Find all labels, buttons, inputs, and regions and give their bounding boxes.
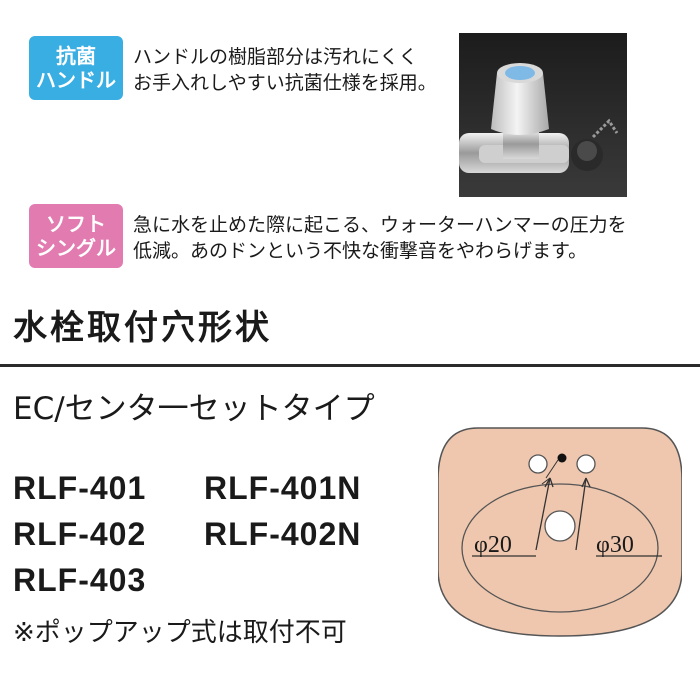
description-line-2: お手入れしやすい抗菌仕様を採用。 <box>133 72 437 94</box>
faucet-handle-photo <box>459 33 627 197</box>
left-hole <box>528 454 548 474</box>
description-line-1: 急に水を止めた際に起こる、ウォーターハンマーの圧力を <box>133 214 627 236</box>
badge-line-2: シングル <box>36 236 116 260</box>
drain-hole <box>544 510 576 542</box>
section-divider <box>0 364 700 367</box>
antibacterial-handle-badge: 抗菌 ハンドル <box>29 36 123 100</box>
model-number: RLF-402 <box>13 516 147 552</box>
right-hole <box>576 454 596 474</box>
center-hole <box>557 453 567 463</box>
model-number: RLF-403 <box>13 562 147 598</box>
leader-right <box>575 477 587 551</box>
dimension-right: φ30 <box>596 532 634 558</box>
antibacterial-handle-description: ハンドルの樹脂部分は汚れにくく お手入れしやすい抗菌仕様を採用。 <box>133 44 437 96</box>
badge-line-1: ソフト <box>46 212 106 236</box>
soft-single-description: 急に水を止めた際に起こる、ウォーターハンマーの圧力を 低減。あのドンという不快な… <box>133 212 627 264</box>
dimension-left: φ20 <box>474 532 512 558</box>
faucet-hole-diagram: φ20 φ30 <box>438 427 682 637</box>
section-title: 水栓取付穴形状 <box>13 308 272 348</box>
badge-line-1: 抗菌 <box>56 44 96 68</box>
model-number: RLF-402N <box>204 516 362 552</box>
installation-note: ※ポップアップ式は取付不可 <box>13 618 347 648</box>
badge-line-2: ハンドル <box>36 68 116 92</box>
description-line-1: ハンドルの樹脂部分は汚れにくく <box>133 46 418 68</box>
description-line-2: 低減。あのドンという不快な衝撃音をやわらげます。 <box>133 240 588 262</box>
model-number: RLF-401N <box>204 470 362 506</box>
model-number: RLF-401 <box>13 470 147 506</box>
bowl-outline <box>461 483 659 613</box>
type-label: EC/センタ一セットタイプ <box>13 391 375 427</box>
leader-left <box>535 477 551 551</box>
soft-single-badge: ソフト シングル <box>29 204 123 268</box>
